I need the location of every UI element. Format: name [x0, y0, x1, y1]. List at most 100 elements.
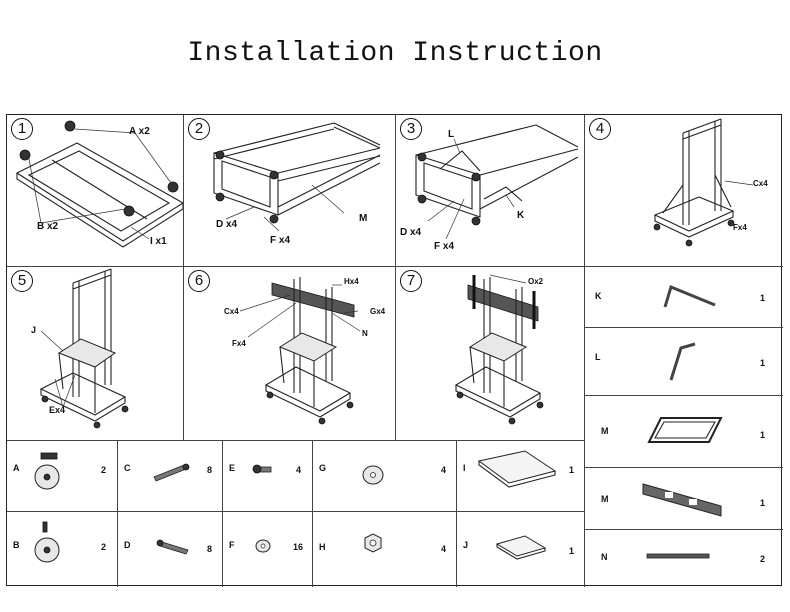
part-quantity: 1 [760, 293, 766, 303]
part-cell-j: J 1 [457, 512, 585, 587]
shelf-i-diagram [477, 450, 557, 488]
step-4-diagram [653, 118, 754, 247]
part-cell-f: F 16 [223, 512, 313, 587]
step-number: 6 [188, 270, 210, 292]
label-k: K [517, 210, 525, 221]
part-n-diagram [646, 553, 710, 559]
label-l: L [448, 129, 455, 140]
label-b-x2: B x2 [37, 221, 59, 232]
part-letter: G [319, 463, 327, 473]
part-quantity: 2 [101, 542, 107, 552]
part-quantity: 1 [760, 358, 766, 368]
part-m-bracket-diagram [642, 483, 722, 517]
part-quantity: 1 [760, 498, 766, 508]
step-4-panel: 4 Cx4 Fx4 [585, 115, 783, 267]
part-row-n: N 2 [585, 530, 783, 587]
step-5-diagram [39, 268, 129, 429]
instruction-sheet: 1 A x2 B x2 I x1 2 [6, 114, 783, 587]
part-m-frame-diagram [647, 417, 723, 443]
part-letter: K [595, 291, 602, 301]
label-f-x4: Fx4 [232, 339, 246, 348]
part-quantity: 4 [296, 465, 302, 475]
nut-h-diagram [364, 533, 382, 553]
part-letter: I [463, 463, 466, 473]
step-2-diagram [213, 122, 381, 232]
part-cell-b: B 2 [7, 512, 118, 587]
step-7-panel: 7 Ox2 [396, 267, 585, 441]
part-letter: C [124, 463, 131, 473]
label-h-x4: Hx4 [344, 277, 359, 286]
step-6-diagram [239, 277, 361, 425]
part-cell-g: G 4 [313, 441, 457, 512]
step-6-panel: 6 Hx4 Cx4 Gx4 N Fx4 [184, 267, 396, 441]
washer-g-diagram [362, 465, 384, 485]
part-letter: D [124, 540, 131, 550]
part-letter: M [601, 426, 609, 436]
label-d-x4: D x4 [400, 227, 422, 238]
part-letter: N [601, 552, 608, 562]
label-i-x1: I x1 [150, 236, 167, 247]
label-c-x4: Cx4 [224, 307, 239, 316]
part-row-m-bracket: M 1 [585, 468, 783, 530]
part-cell-d: D 8 [118, 512, 223, 587]
step-number: 2 [188, 118, 210, 140]
caster-a-diagram [34, 452, 60, 490]
label-m: M [359, 213, 368, 224]
part-quantity: 1 [569, 546, 575, 556]
part-quantity: 8 [207, 465, 213, 475]
step-number: 4 [589, 118, 611, 140]
step-7-diagram [454, 274, 544, 425]
part-cell-a: A 2 [7, 441, 118, 512]
part-cell-c: C 8 [118, 441, 223, 512]
part-letter: J [463, 540, 469, 550]
step-number: 1 [11, 118, 33, 140]
step-1-diagram [15, 120, 183, 248]
step-number: 3 [400, 118, 422, 140]
label-a-x2: A x2 [129, 126, 150, 137]
part-letter: E [229, 463, 236, 473]
caster-b-diagram [34, 521, 60, 563]
step-2-panel: 2 D x4 F x4 M [184, 115, 396, 267]
part-quantity: 2 [760, 554, 766, 564]
part-row-l: L 1 [585, 328, 783, 396]
label-f-x4: Fx4 [733, 223, 747, 232]
label-f-x4: F x4 [270, 235, 291, 246]
label-e-x4: Ex4 [49, 405, 66, 415]
part-quantity: 16 [293, 542, 304, 552]
shelf-j-diagram [495, 535, 547, 560]
part-letter: A [13, 463, 20, 473]
label-o-x2: Ox2 [528, 277, 544, 286]
part-letter: H [319, 542, 326, 552]
part-letter: L [595, 352, 601, 362]
part-quantity: 1 [760, 430, 766, 440]
part-cell-e: E 4 [223, 441, 313, 512]
part-quantity: 4 [441, 544, 447, 554]
step-number: 7 [400, 270, 422, 292]
step-3-panel: 3 L K D x4 F x4 [396, 115, 585, 267]
label-c-x4: Cx4 [753, 179, 768, 188]
part-row-k: K 1 [585, 267, 783, 328]
label-n: N [362, 329, 368, 338]
label-f-x4: F x4 [434, 241, 455, 252]
part-row-m-frame: M 1 [585, 396, 783, 468]
part-quantity: 8 [207, 544, 213, 554]
label-g-x4: Gx4 [370, 307, 386, 316]
part-letter: F [229, 540, 235, 550]
bolt-d-diagram [156, 539, 189, 555]
washer-f-diagram [255, 539, 271, 553]
bolt-c-diagram [153, 463, 190, 482]
label-j: J [31, 325, 37, 335]
part-quantity: 1 [569, 465, 575, 475]
part-l-diagram [669, 342, 696, 381]
page-title: Installation Instruction [187, 38, 603, 69]
screw-e-diagram [252, 464, 272, 474]
step-5-panel: 5 J Ex4 [7, 267, 184, 441]
part-letter: M [601, 494, 609, 504]
part-k-diagram [663, 284, 716, 308]
part-quantity: 2 [101, 465, 107, 475]
part-quantity: 4 [441, 465, 447, 475]
step-1-panel: 1 A x2 B x2 I x1 [7, 115, 184, 267]
label-d-x4: D x4 [216, 219, 238, 230]
part-cell-i: I 1 [457, 441, 585, 512]
step-3-diagram [415, 124, 579, 240]
